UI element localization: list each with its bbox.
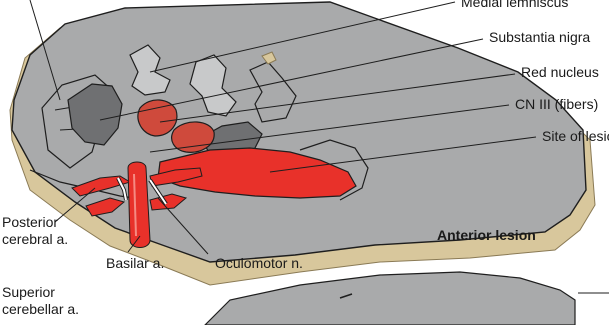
label-posterior-cerebral-line2: cerebral a.	[2, 231, 68, 248]
label-medial-lemniscus: Medial lemniscus	[461, 0, 568, 11]
label-red-nucleus: Red nucleus	[521, 64, 599, 81]
label-superior-cerebellar-line1: Superior	[2, 284, 55, 301]
label-posterior-cerebral-line1: Posterior	[2, 214, 58, 231]
label-site-of-lesion: Site of lesion	[542, 128, 609, 145]
panel-title: Anterior lesion	[437, 227, 536, 244]
label-substantia-nigra: Substantia nigra	[489, 29, 590, 46]
label-oculomotor: Oculomotor n.	[215, 255, 303, 272]
basilar-artery	[128, 162, 150, 248]
lower-slab	[205, 272, 575, 325]
label-superior-cerebellar-line2: cerebellar a.	[2, 301, 79, 318]
label-cn3-fibers: CN III (fibers)	[515, 96, 598, 113]
label-basilar: Basilar a.	[106, 255, 164, 272]
